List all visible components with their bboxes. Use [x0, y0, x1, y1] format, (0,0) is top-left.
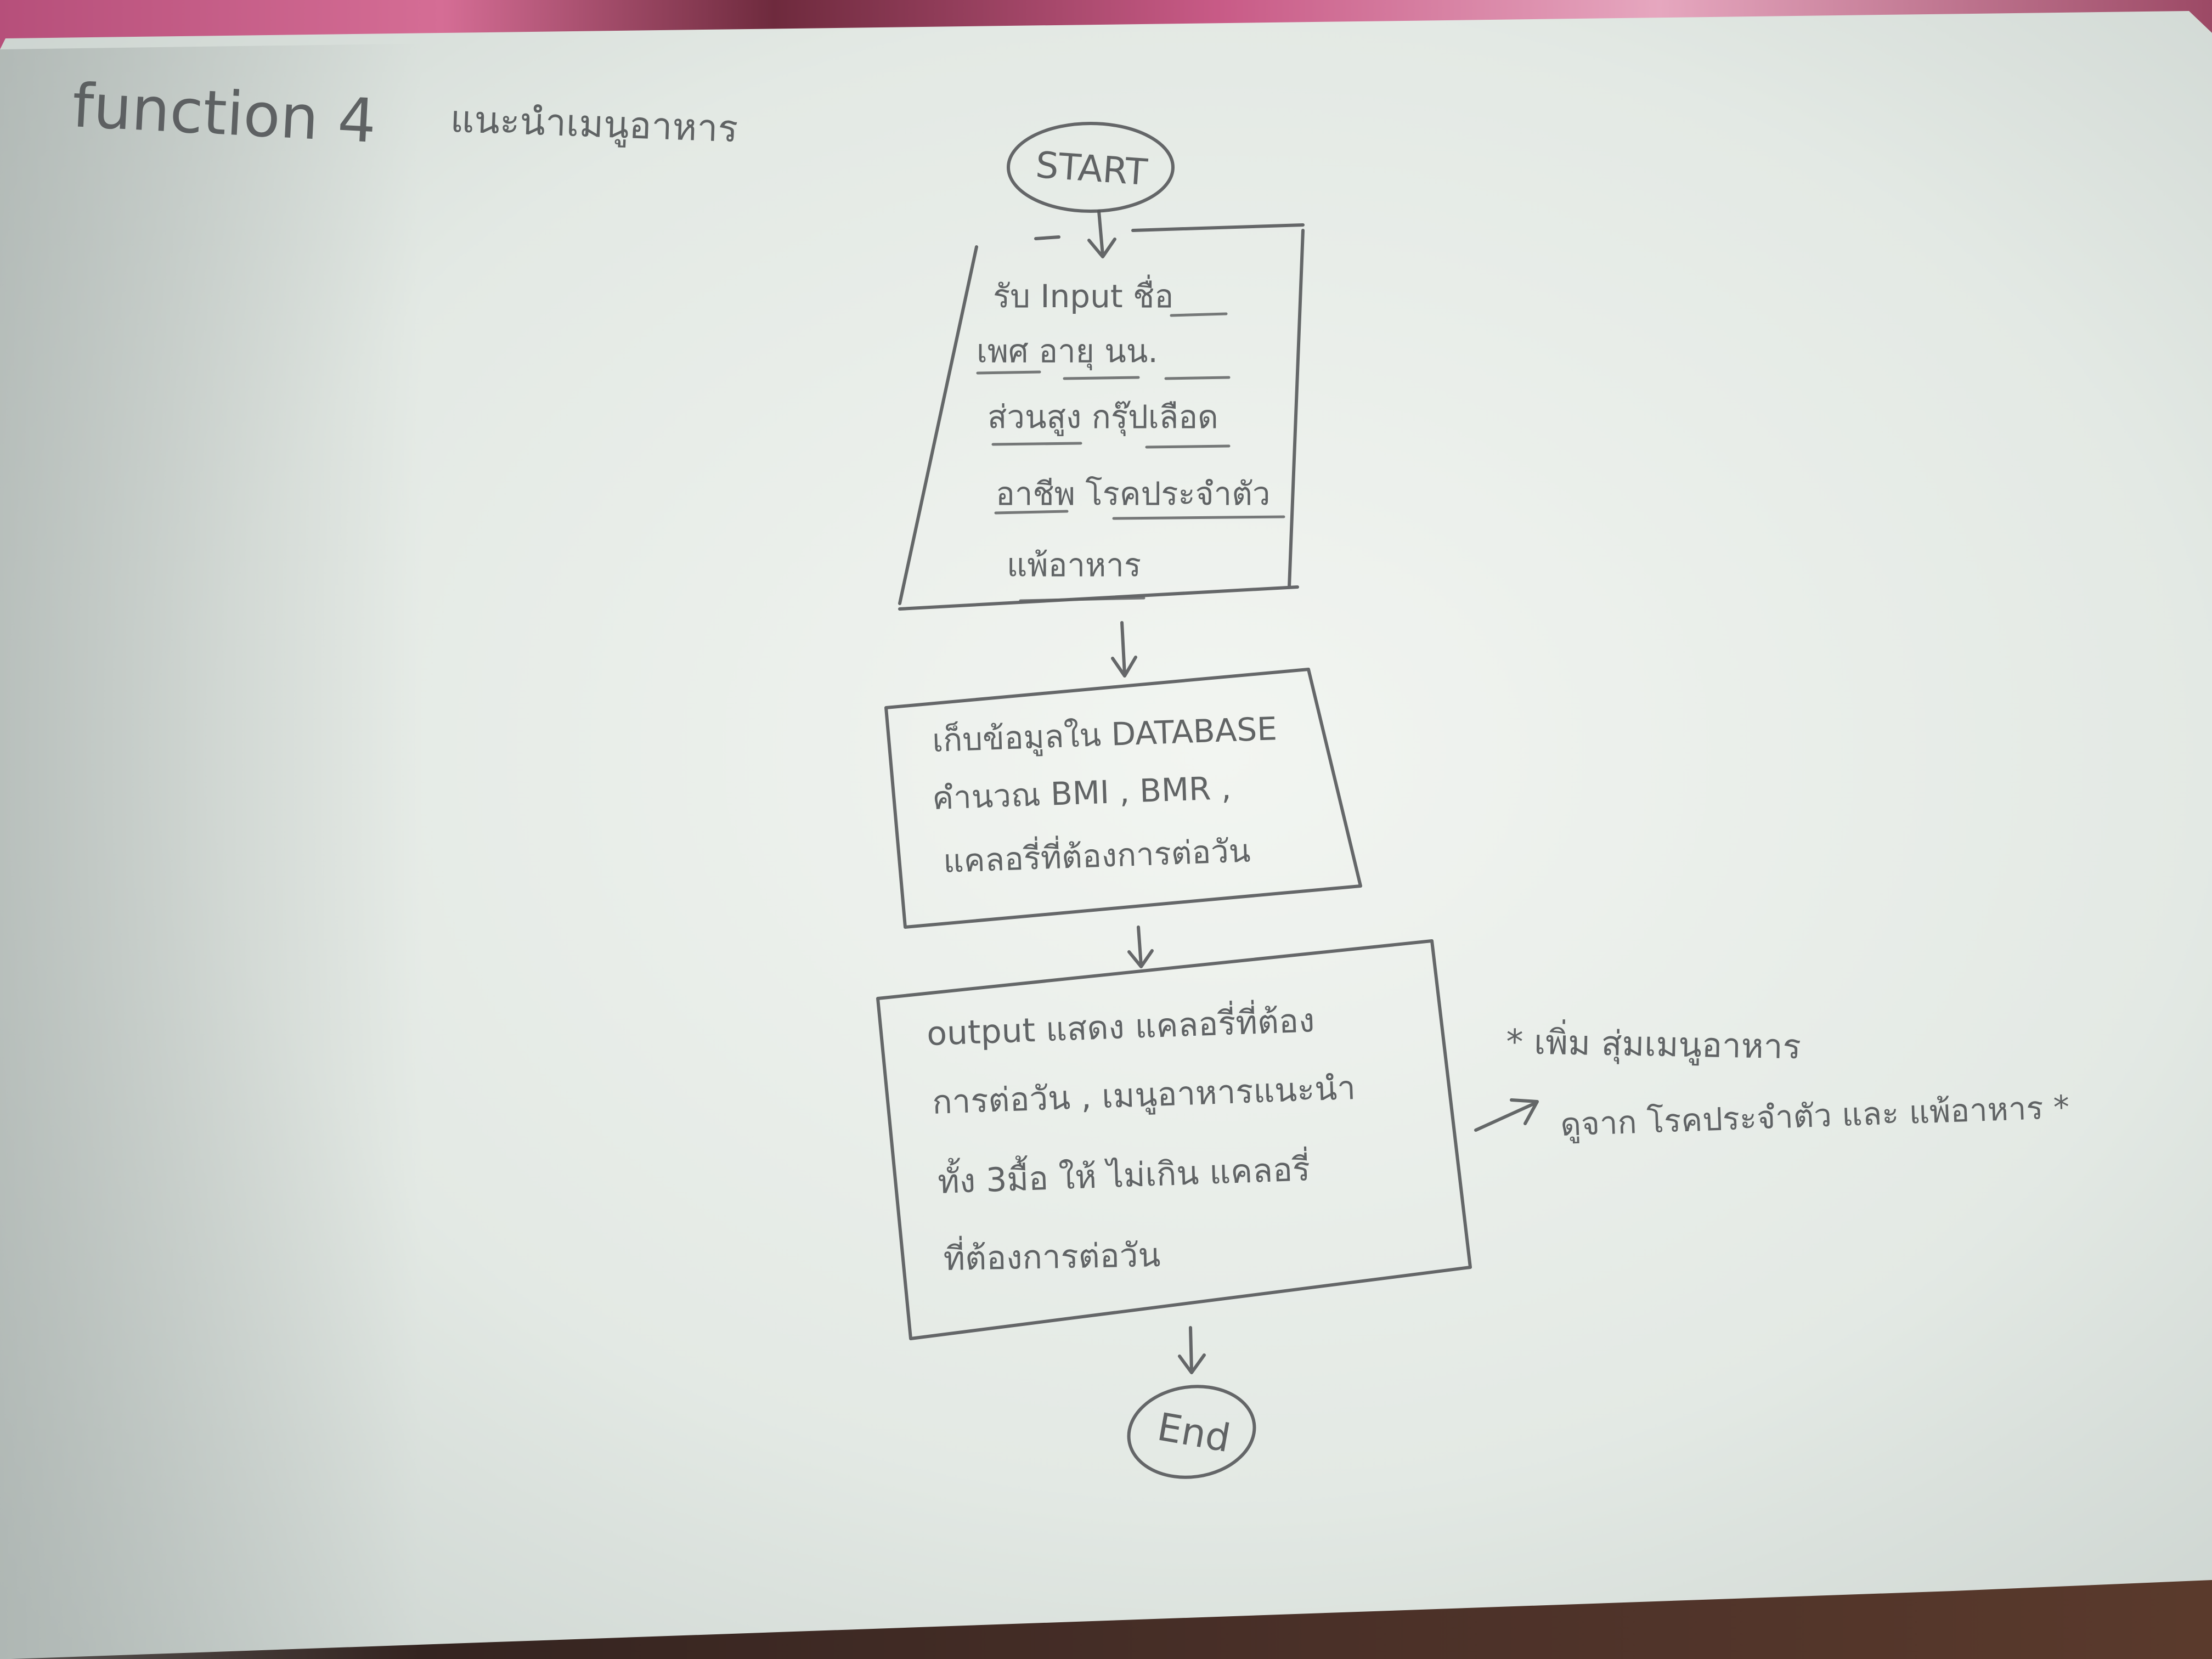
input-line: รับ Input ชื่อ: [993, 274, 1173, 315]
paper-shadow: [0, 33, 1207, 1659]
input-text: รับ Input ชื่อ เพศ อายุ นน. ส่วนสูง กรุ๊…: [977, 274, 1270, 584]
start-label: START: [1034, 144, 1149, 194]
process-text: เก็บข้อมูลใน DATABASE คำนวณ BMI , BMR , …: [932, 710, 1278, 880]
arrow-input-process: [1111, 621, 1137, 678]
page-subtitle: แนะนำเมนูอาหาร: [449, 98, 738, 151]
arrow-process-output: [1127, 926, 1154, 968]
note-line: * เพิ่ม สุ่มเมนูอาหาร: [1506, 1018, 1802, 1067]
input-line: ส่วนสูง กรุ๊ปเลือด: [988, 398, 1218, 437]
input-line: แพ้อาหาร: [1007, 546, 1141, 584]
input-line: อาชีพ โรคประจำตัว: [996, 475, 1270, 512]
page-title: function 4: [71, 70, 378, 156]
start-terminal: [1007, 122, 1175, 213]
note-arrow: [1474, 1098, 1539, 1132]
arrow-start-input: [1087, 210, 1116, 258]
end-terminal: [1127, 1385, 1256, 1479]
process-box: [884, 668, 1362, 929]
input-underlines: [976, 312, 1285, 602]
output-line: ที่ต้องการต่อวัน: [943, 1232, 1161, 1278]
input-line: เพศ อายุ นน.: [977, 332, 1158, 371]
arrow-output-end: [1178, 1326, 1206, 1374]
output-box: [876, 939, 1472, 1340]
